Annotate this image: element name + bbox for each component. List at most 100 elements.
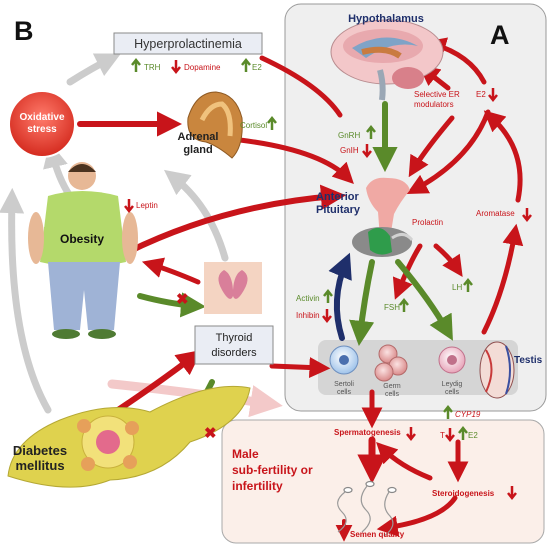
anterior-pituitary-label-2: Pituitary [316,204,361,216]
steroidogenesis-label: Steroidogenesis [432,489,495,498]
arrow-thyroid-to-sertoli [269,357,331,378]
arrow-steroidogenesis-to-spermatogenesis [376,442,433,481]
thyroid-label-1: Thyroid [216,332,253,344]
prolactin-label: Prolactin [412,218,443,227]
sertoli-label-1: Sertoli [334,381,354,388]
pancreas-illustration [7,385,251,488]
down-indicator-e2-right [488,88,498,103]
obesity-figure [28,162,138,339]
hyperprolactinemia-box [113,32,263,55]
thyroid-disorders-box [194,325,274,365]
pituitary-illustration [352,177,414,257]
sperm-illustration [337,480,397,537]
inhibin-label: Inhibin [296,311,320,320]
gnih-label: GnIH [340,146,359,155]
anterior-pituitary-label-1: Anterior [316,191,360,203]
down-indicator-leptin [124,199,134,214]
serm-label-1: Selective ER [414,90,460,99]
outcome-label-3: infertility [232,479,283,493]
sertoli-cell-icon [329,345,359,375]
leydig-label-2: cells [445,389,460,396]
brain-illustration [330,19,444,101]
up-indicator-e2-top [241,57,251,72]
panel-label-b: B [14,16,34,46]
gnrh-label: GnRH [338,131,360,140]
panel-a-background [284,3,547,412]
germ-cell-icon [374,344,408,382]
arrow-hyperprolactinemia-to-pituitary [259,55,343,118]
leydig-label-1: Leydig [442,381,463,388]
panel-label-a: A [490,20,510,50]
down-indicator-steroidogenesis [507,486,517,501]
semen-quality-label: Semen quality [350,530,405,539]
obesity-label: Obesity [60,232,104,246]
adrenal-label-2: gland [183,144,212,156]
arrow-thyroid-to-obesity [141,257,201,285]
thyroid-illustration [204,262,262,314]
arrow-serm-to-pituitary [408,115,455,178]
down-indicator-inhibin [322,309,332,324]
arrow-sertoli-to-pituitary-feedback [328,252,352,341]
cortisol-label: Cortisol [240,121,267,130]
arrow-diabetes-to-thyroid [115,349,203,413]
hypothalamus-label: Hypothalamus [348,13,424,25]
e2-top-label: E2 [252,63,262,72]
testis-label: Testis [514,355,543,366]
e2-right-label: E2 [476,90,486,99]
arrow-obesity-to-thyroid [137,292,207,318]
oxidative-stress-label-1: Oxidative [19,112,64,123]
down-indicator-t [445,428,455,443]
arrow-aromatase-to-e2 [483,110,523,203]
arrow-obesity-to-pituitary [117,184,347,259]
inhibition-cross-diabetes: ✖ [204,425,217,442]
up-indicator-trh [131,57,141,72]
spermatogenesis-label: Spermatogenesis [334,428,401,437]
red-arrows [77,37,524,542]
up-indicator-gnrh [366,124,376,139]
cells-band [318,340,518,395]
adrenal-gland-illustration [187,91,243,159]
thyroid-label-2: disorders [211,347,257,359]
arrow-pituitary-to-leydig [395,259,453,341]
up-indicator-cortisol [267,115,277,130]
arrow-testis-to-aromatase [481,223,524,335]
up-indicator-cyp19 [443,404,453,419]
germ-label-2: cells [385,391,400,398]
fsh-label: FSH [384,303,400,312]
inhibition-cross-thyroid: ✖ [176,291,189,308]
adrenal-label-1: Adrenal [178,131,219,143]
text-labels: B A Hyperprolactinemia TRH Dopamine E2 O… [13,13,543,539]
diabetes-label-2: mellitus [15,458,64,473]
down-indicator-gnih [362,144,372,159]
hyperprolactinemia-label: Hyperprolactinemia [134,37,242,51]
grey-arrow-thyroid-to-obesity-top [163,169,229,262]
pink-arrow-diabetes-to-outcome [107,379,283,418]
arrow-steroidogenesis-to-semen [376,495,458,537]
grey-arrow-diabetes-to-oxidative [0,187,52,414]
down-indicator-aromatase [522,208,532,223]
down-indicator-spermatogenesis [406,427,416,442]
e2-bottom-label: E2 [468,431,478,440]
arrow-e2-to-pituitary [406,109,491,194]
sertoli-label-2: cells [337,389,352,396]
arrow-prolactin-to-lh [433,243,463,277]
up-indicator-activin [323,288,333,303]
cyp19-label: CYP19 [455,410,481,419]
down-indicator-dopamine [171,60,181,75]
arrow-pituitary-to-sertoli [349,259,375,347]
arrow-adrenal-to-pituitary [237,137,354,184]
indicator-arrows [124,57,532,501]
up-indicator-e2-bottom [458,425,468,440]
t-label: T [440,431,445,440]
grey-arrow-oxidative-to-hyperprolactinemia [66,53,122,86]
serm-label-2: modulators [414,100,454,109]
oxidative-stress-node [8,90,76,158]
aromatase-label: Aromatase [476,209,515,218]
trh-label: TRH [144,63,161,72]
obesity-label-box [44,227,120,249]
activin-label: Activin [296,294,320,303]
outcome-label-1: Male [232,447,259,461]
outcome-label-2: sub-fertility or [232,463,313,477]
diabetes-label-1: Diabetes [13,443,67,458]
